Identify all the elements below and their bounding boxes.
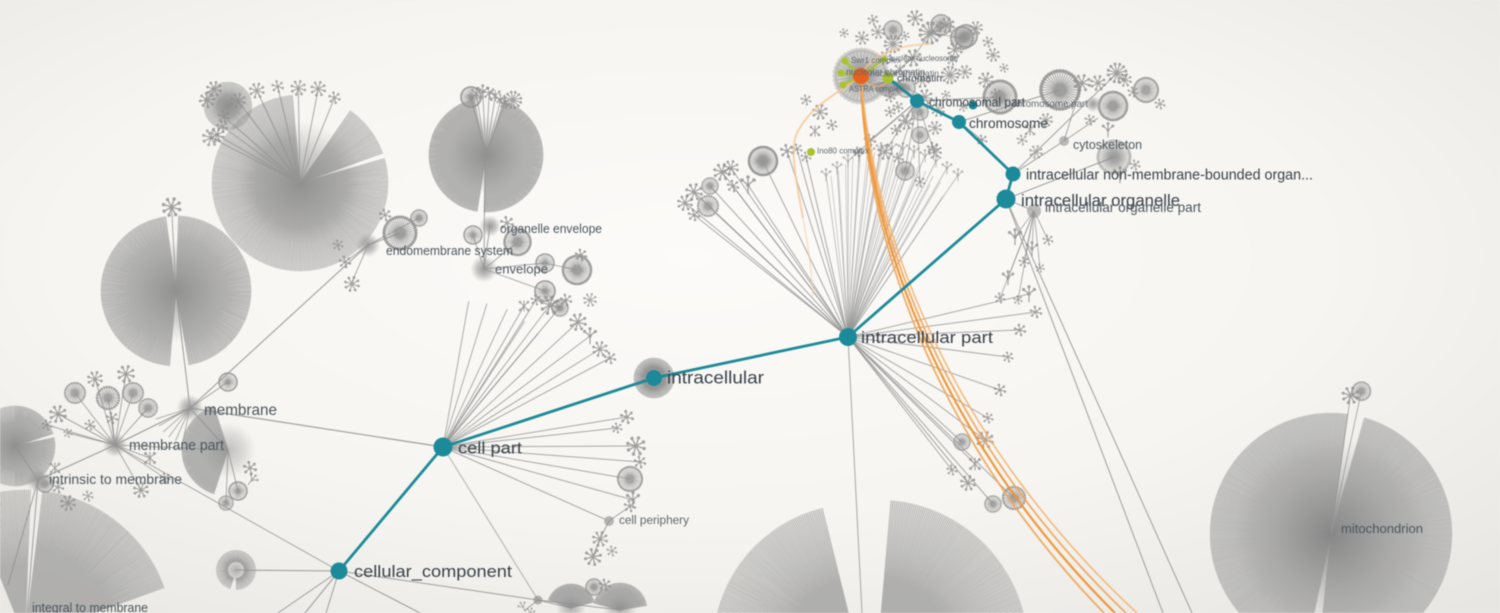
- svg-text:endomembrane system: endomembrane system: [386, 243, 513, 258]
- svg-text:Swr1 complex: Swr1 complex: [851, 55, 902, 65]
- svg-text:intracellular part: intracellular part: [861, 328, 993, 347]
- svg-text:organelle envelope: organelle envelope: [500, 221, 602, 236]
- svg-text:intracellular: intracellular: [667, 368, 764, 388]
- svg-text:intracellular organelle: intracellular organelle: [1021, 192, 1180, 210]
- svg-text:envelope: envelope: [495, 262, 548, 277]
- svg-text:cell periphery: cell periphery: [619, 515, 689, 527]
- svg-text:chromosomal part: chromosomal part: [929, 96, 1025, 110]
- svg-text:cell part: cell part: [458, 439, 522, 458]
- svg-text:chromosome: chromosome: [969, 115, 1048, 131]
- svg-text:membrane: membrane: [204, 402, 277, 419]
- svg-text:intrinsic to membrane: intrinsic to membrane: [49, 471, 182, 487]
- svg-text:cellular_component: cellular_component: [354, 563, 512, 581]
- svg-text:chromosome part: chromosome part: [1012, 98, 1088, 110]
- svg-text:chromatin: chromatin: [897, 73, 942, 85]
- svg-text:nucleolar chromatin: nucleolar chromatin: [846, 67, 925, 78]
- svg-text:Ino80 complex: Ino80 complex: [817, 146, 870, 156]
- svg-text:nuclear nucleosome: nuclear nucleosome: [889, 53, 958, 63]
- svg-text:cytoskeleton: cytoskeleton: [1073, 138, 1142, 152]
- svg-text:ASTRA complex: ASTRA complex: [849, 84, 904, 94]
- svg-text:membrane part: membrane part: [129, 438, 224, 454]
- svg-text:intracellular organelle part: intracellular organelle part: [1045, 200, 1201, 215]
- svg-text:integral to membrane: integral to membrane: [32, 600, 148, 613]
- svg-text:mitochondrion: mitochondrion: [1341, 521, 1423, 536]
- svg-text:intracellular non-membrane-bou: intracellular non-membrane-bounded organ…: [1026, 167, 1313, 184]
- svg-text:nuclear chromatin: nuclear chromatin: [870, 69, 939, 79]
